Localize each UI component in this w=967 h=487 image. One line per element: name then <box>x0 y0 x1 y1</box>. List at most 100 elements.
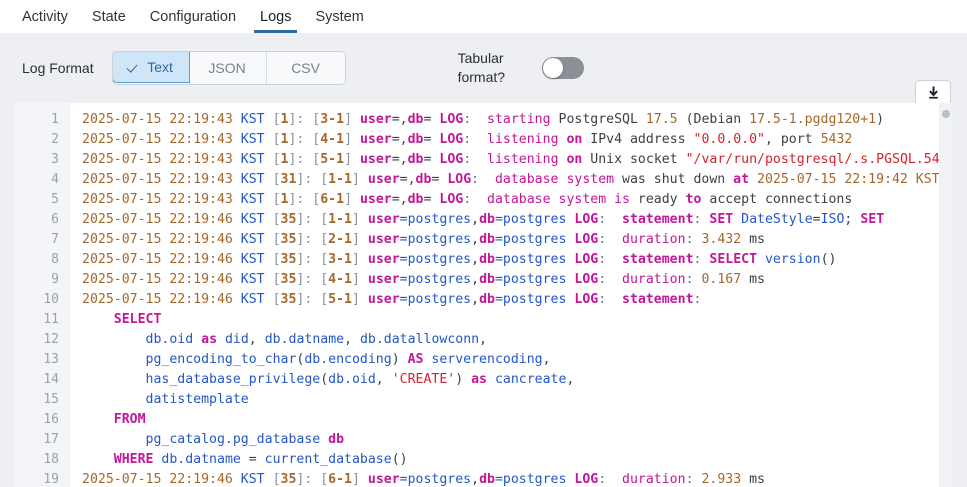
log-token <box>82 372 146 387</box>
line-number: 2 <box>51 132 59 147</box>
log-token: LOG <box>574 292 599 307</box>
log-format-segmented-control[interactable]: Text JSON CSV <box>111 51 346 85</box>
log-token: duration <box>622 272 686 287</box>
log-token: : <box>598 292 623 307</box>
log-token: db.oid <box>145 332 194 347</box>
log-token: 3-1 <box>328 252 352 267</box>
log-token <box>82 392 146 407</box>
log-token: KST <box>240 192 265 207</box>
log-token: 1-1 <box>328 212 352 227</box>
log-token: =, <box>391 132 408 147</box>
log-token: 0.167 <box>701 272 742 287</box>
format-option-label: Text <box>147 59 173 75</box>
log-token: , <box>344 332 360 347</box>
log-token: as <box>471 372 487 387</box>
log-token: 2025-07-15 22:19:43 <box>82 112 241 127</box>
log-token: = <box>423 132 440 147</box>
log-token: , <box>471 292 480 307</box>
log-line: 2025-07-15 22:19:43 KST [1]: [6-1] user=… <box>82 190 953 210</box>
log-token: current_database <box>264 452 392 467</box>
log-token: [ <box>264 192 281 207</box>
tab-configuration[interactable]: Configuration <box>138 0 248 33</box>
log-token: 2025-07-15 22:19:42 KST <box>757 172 940 187</box>
log-line: datistemplate <box>82 390 953 410</box>
tab-label: Activity <box>22 8 68 25</box>
log-token: ; <box>844 212 861 227</box>
log-line: 2025-07-15 22:19:43 KST [1]: [3-1] user=… <box>82 110 953 130</box>
log-token: ]: [ <box>296 472 329 487</box>
log-token: = <box>812 212 821 227</box>
log-token: (Debian <box>677 112 750 127</box>
log-line: 2025-07-15 22:19:43 KST [31]: [1-1] user… <box>82 170 953 190</box>
log-token: KST <box>240 232 265 247</box>
format-option-label: CSV <box>291 60 320 76</box>
line-number: 10 <box>43 292 59 307</box>
log-token: as <box>201 332 218 347</box>
log-token: ] <box>352 252 368 267</box>
log-code-area[interactable]: 2025-07-15 22:19:43 KST [1]: [3-1] user=… <box>70 103 953 487</box>
log-token: , <box>471 272 480 287</box>
tab-logs[interactable]: Logs <box>248 0 303 33</box>
log-line: 2025-07-15 22:19:46 KST [35]: [2-1] user… <box>82 230 953 250</box>
log-token: =postgres <box>399 232 472 247</box>
line-number: 4 <box>51 172 59 187</box>
tab-state[interactable]: State <box>80 0 138 33</box>
line-number: 1 <box>51 112 59 127</box>
log-token: datistemplate <box>145 392 249 407</box>
log-token: =postgres <box>494 252 567 267</box>
log-token: ]: [ <box>296 172 329 187</box>
log-vertical-scrollbar[interactable] <box>939 103 953 487</box>
log-line: 2025-07-15 22:19:43 KST [1]: [4-1] user=… <box>82 130 953 150</box>
log-token: =, <box>391 192 408 207</box>
log-token <box>82 412 114 427</box>
log-token: 5-1 <box>328 292 352 307</box>
log-format-label: Log Format <box>22 60 94 76</box>
log-token: ( <box>320 372 329 387</box>
log-token: ] <box>344 132 360 147</box>
log-token: , <box>471 212 480 227</box>
log-token: did <box>224 332 249 347</box>
log-token: = <box>423 112 440 127</box>
log-token: 2025-07-15 22:19:46 <box>82 232 241 247</box>
log-token: : <box>693 292 702 307</box>
log-token: : <box>685 472 702 487</box>
log-token: cancreate <box>494 372 567 387</box>
log-token: version <box>757 252 821 267</box>
log-token: KST <box>240 252 265 267</box>
log-token: ms <box>741 472 765 487</box>
log-line: has_database_privilege(db.oid, 'CREATE')… <box>82 370 953 390</box>
log-token: =, <box>391 112 408 127</box>
scrollbar-thumb[interactable] <box>942 110 950 118</box>
log-token: =postgres <box>494 292 567 307</box>
log-token: database system is <box>487 192 630 207</box>
log-line: WHERE db.datname = current_database() <box>82 450 953 470</box>
log-token: 35 <box>280 272 297 287</box>
log-token: db <box>479 232 495 247</box>
log-token: db <box>407 152 424 167</box>
format-option-text[interactable]: Text <box>112 52 190 83</box>
log-token: accept connections <box>701 192 853 207</box>
log-token: pg_catalog.pg_database <box>145 432 321 447</box>
log-token: [ <box>264 112 281 127</box>
log-token: 5432 <box>820 132 853 147</box>
log-token: ISO <box>820 212 845 227</box>
tabular-format-toggle[interactable] <box>541 57 584 79</box>
log-token: db <box>479 212 495 227</box>
tab-activity[interactable]: Activity <box>10 0 80 33</box>
log-token: : <box>693 252 710 267</box>
format-option-csv[interactable]: CSV <box>266 52 345 84</box>
log-token: AS <box>407 352 424 367</box>
tab-system[interactable]: System <box>303 0 375 33</box>
log-token: ) <box>876 112 885 127</box>
log-token: user <box>367 212 400 227</box>
log-token: db <box>328 432 345 447</box>
log-token: has_database_privilege <box>145 372 321 387</box>
log-token: : <box>693 212 710 227</box>
log-token <box>82 352 146 367</box>
format-option-json[interactable]: JSON <box>188 52 267 84</box>
log-token: ms <box>741 232 765 247</box>
log-token: =postgres <box>399 252 472 267</box>
